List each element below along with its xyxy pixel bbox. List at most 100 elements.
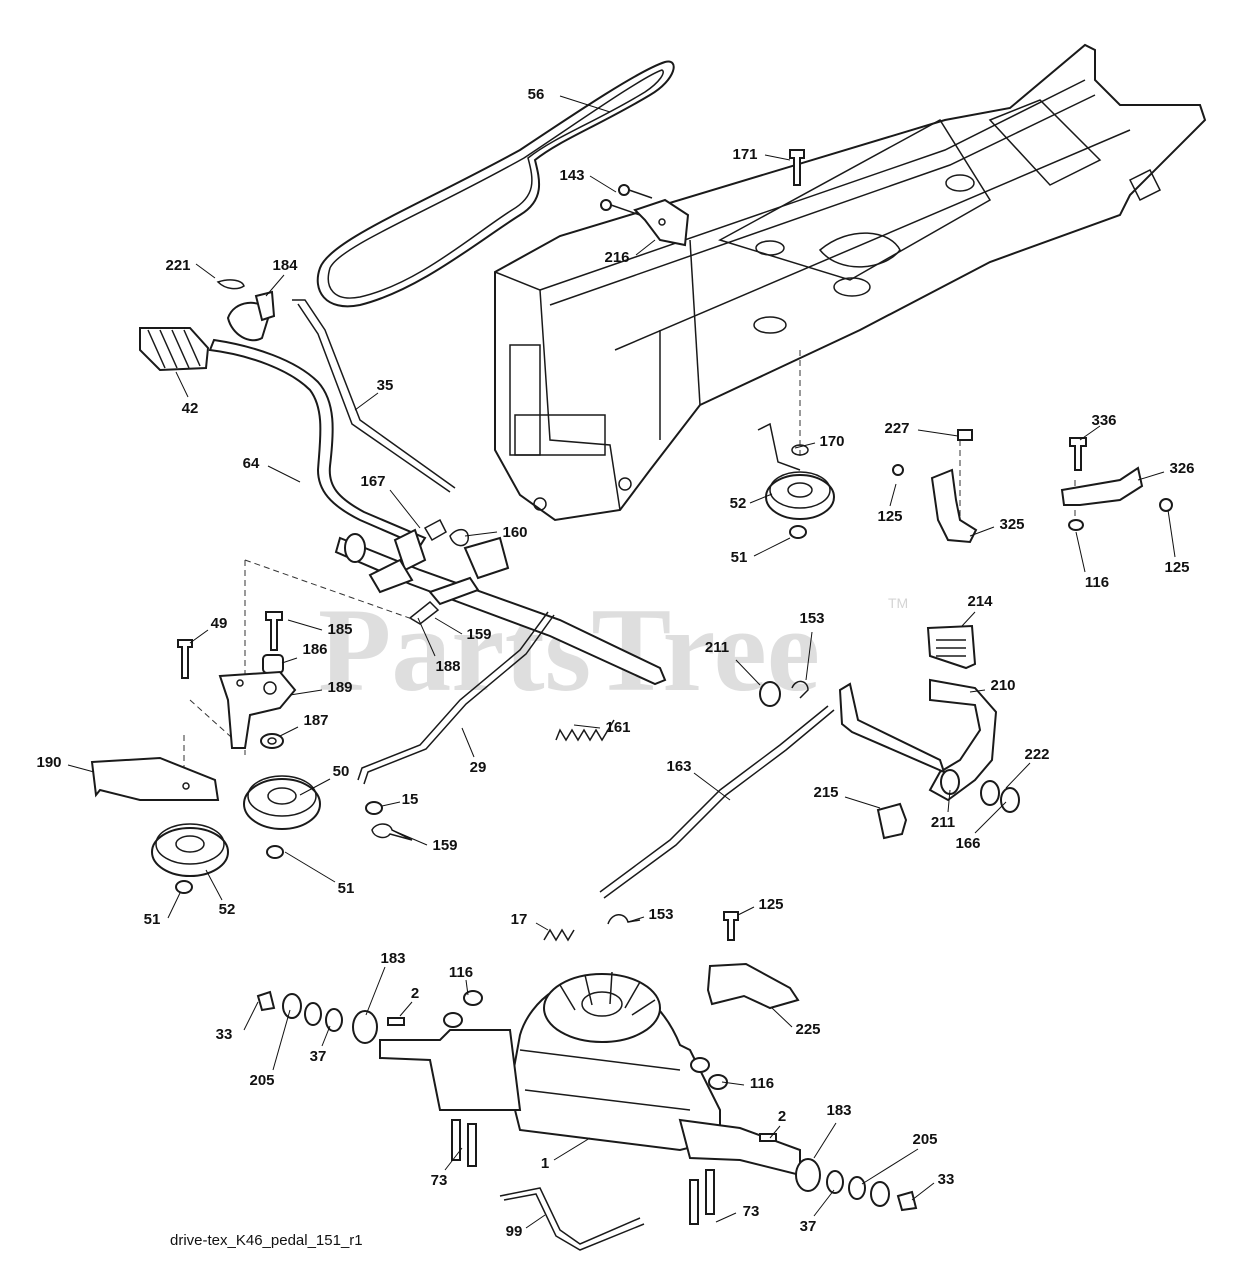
part-label-205a: 205 — [249, 1072, 274, 1089]
part-label-116b: 116 — [449, 964, 473, 981]
pin-159-upper — [408, 600, 440, 625]
spacer-186 — [262, 654, 284, 674]
bracket-225 — [706, 962, 800, 1010]
axle-hardware-right — [690, 1057, 918, 1212]
part-label-15: 15 — [402, 791, 419, 808]
part-label-210: 210 — [990, 677, 1015, 694]
part-label-17: 17 — [511, 911, 528, 928]
part-label-116c: 116 — [750, 1075, 774, 1092]
leader-216 — [635, 239, 656, 256]
pedal-shaft — [838, 682, 946, 774]
leader-159b — [391, 829, 428, 846]
part-label-42: 42 — [182, 400, 199, 417]
leader-336 — [1079, 425, 1101, 441]
part-label-189: 189 — [327, 679, 352, 696]
leader-42 — [175, 371, 189, 398]
part-label-35: 35 — [377, 377, 394, 394]
leader-186 — [281, 657, 298, 664]
part-label-52a: 52 — [730, 495, 747, 512]
part-label-183b: 183 — [826, 1102, 851, 1119]
leader-210 — [969, 689, 986, 693]
leader-153a — [805, 631, 813, 681]
leader-161 — [573, 724, 601, 729]
leader-163 — [693, 772, 731, 801]
part-label-188: 188 — [435, 658, 460, 675]
idler-arm-189 — [218, 670, 297, 749]
part-label-185: 185 — [327, 621, 352, 638]
part-label-125b: 125 — [1164, 559, 1189, 576]
part-label-171: 171 — [732, 146, 757, 163]
clip-153-upper — [791, 680, 809, 699]
leader-99 — [525, 1214, 546, 1229]
part-label-1: 1 — [541, 1155, 549, 1172]
leader-183a — [365, 966, 386, 1016]
leader-221 — [195, 263, 216, 279]
part-label-153a: 153 — [799, 610, 824, 627]
rod-163 — [599, 705, 835, 899]
nut-51-mid — [266, 845, 284, 859]
leader-33b — [911, 1182, 935, 1201]
cotter-pin-221 — [216, 279, 245, 290]
leader-56 — [559, 95, 611, 113]
screw-125-right — [1159, 498, 1173, 512]
leader-15 — [381, 801, 401, 807]
bolts-73-right — [689, 1169, 715, 1225]
part-label-50: 50 — [333, 763, 350, 780]
bushing-211-upper — [759, 681, 781, 707]
part-label-325: 325 — [999, 516, 1024, 533]
washers-222-166 — [940, 769, 1020, 813]
leader-1 — [553, 1137, 591, 1161]
pulley-50 — [243, 775, 321, 830]
leader-143 — [589, 175, 617, 193]
leader-227 — [917, 429, 959, 437]
spring-17 — [543, 928, 575, 942]
part-label-125c: 125 — [758, 896, 783, 913]
bolts-73-left — [451, 1119, 477, 1167]
leader-37a — [321, 1025, 331, 1047]
part-label-326: 326 — [1169, 460, 1194, 477]
part-label-216: 216 — [604, 249, 629, 266]
bolt-185 — [265, 611, 283, 651]
spring-161 — [555, 719, 615, 742]
grip-42 — [139, 327, 210, 372]
leader-170 — [794, 442, 816, 449]
screw-125-bracket — [892, 464, 904, 476]
part-label-56: 56 — [528, 86, 545, 103]
axle-hardware-left — [256, 990, 483, 1044]
bolt-336 — [1069, 437, 1087, 471]
leader-17 — [535, 922, 549, 931]
leader-188 — [417, 617, 436, 657]
transaxle — [379, 971, 801, 1177]
leader-187 — [279, 726, 299, 737]
washer-170 — [791, 444, 809, 456]
leader-171 — [764, 154, 791, 161]
leader-184 — [265, 274, 285, 297]
part-label-183a: 183 — [380, 950, 405, 967]
leader-116c — [721, 1081, 745, 1086]
leader-185 — [287, 619, 323, 631]
clip-160 — [449, 528, 469, 547]
leader-51b — [284, 851, 336, 883]
leader-33a — [243, 1001, 259, 1031]
part-label-214: 214 — [967, 593, 993, 610]
part-label-116a: 116 — [1085, 574, 1109, 591]
bolt-125-lower — [723, 911, 739, 941]
part-label-161: 161 — [605, 719, 630, 736]
leader-167 — [389, 489, 421, 529]
drive-belt — [316, 60, 675, 308]
part-label-184: 184 — [272, 257, 298, 274]
bracket-326 — [1060, 466, 1144, 506]
leader-222 — [1005, 762, 1031, 789]
leader-183b — [813, 1122, 837, 1159]
lever-64 — [208, 338, 427, 548]
pedal-215 — [876, 802, 908, 840]
leader-29 — [461, 727, 475, 758]
rod-29 — [357, 611, 555, 785]
leader-35 — [354, 392, 379, 411]
leader-73b — [715, 1212, 737, 1223]
part-label-211a: 211 — [705, 639, 729, 656]
part-label-167: 167 — [360, 473, 385, 490]
leader-225 — [771, 1007, 793, 1028]
